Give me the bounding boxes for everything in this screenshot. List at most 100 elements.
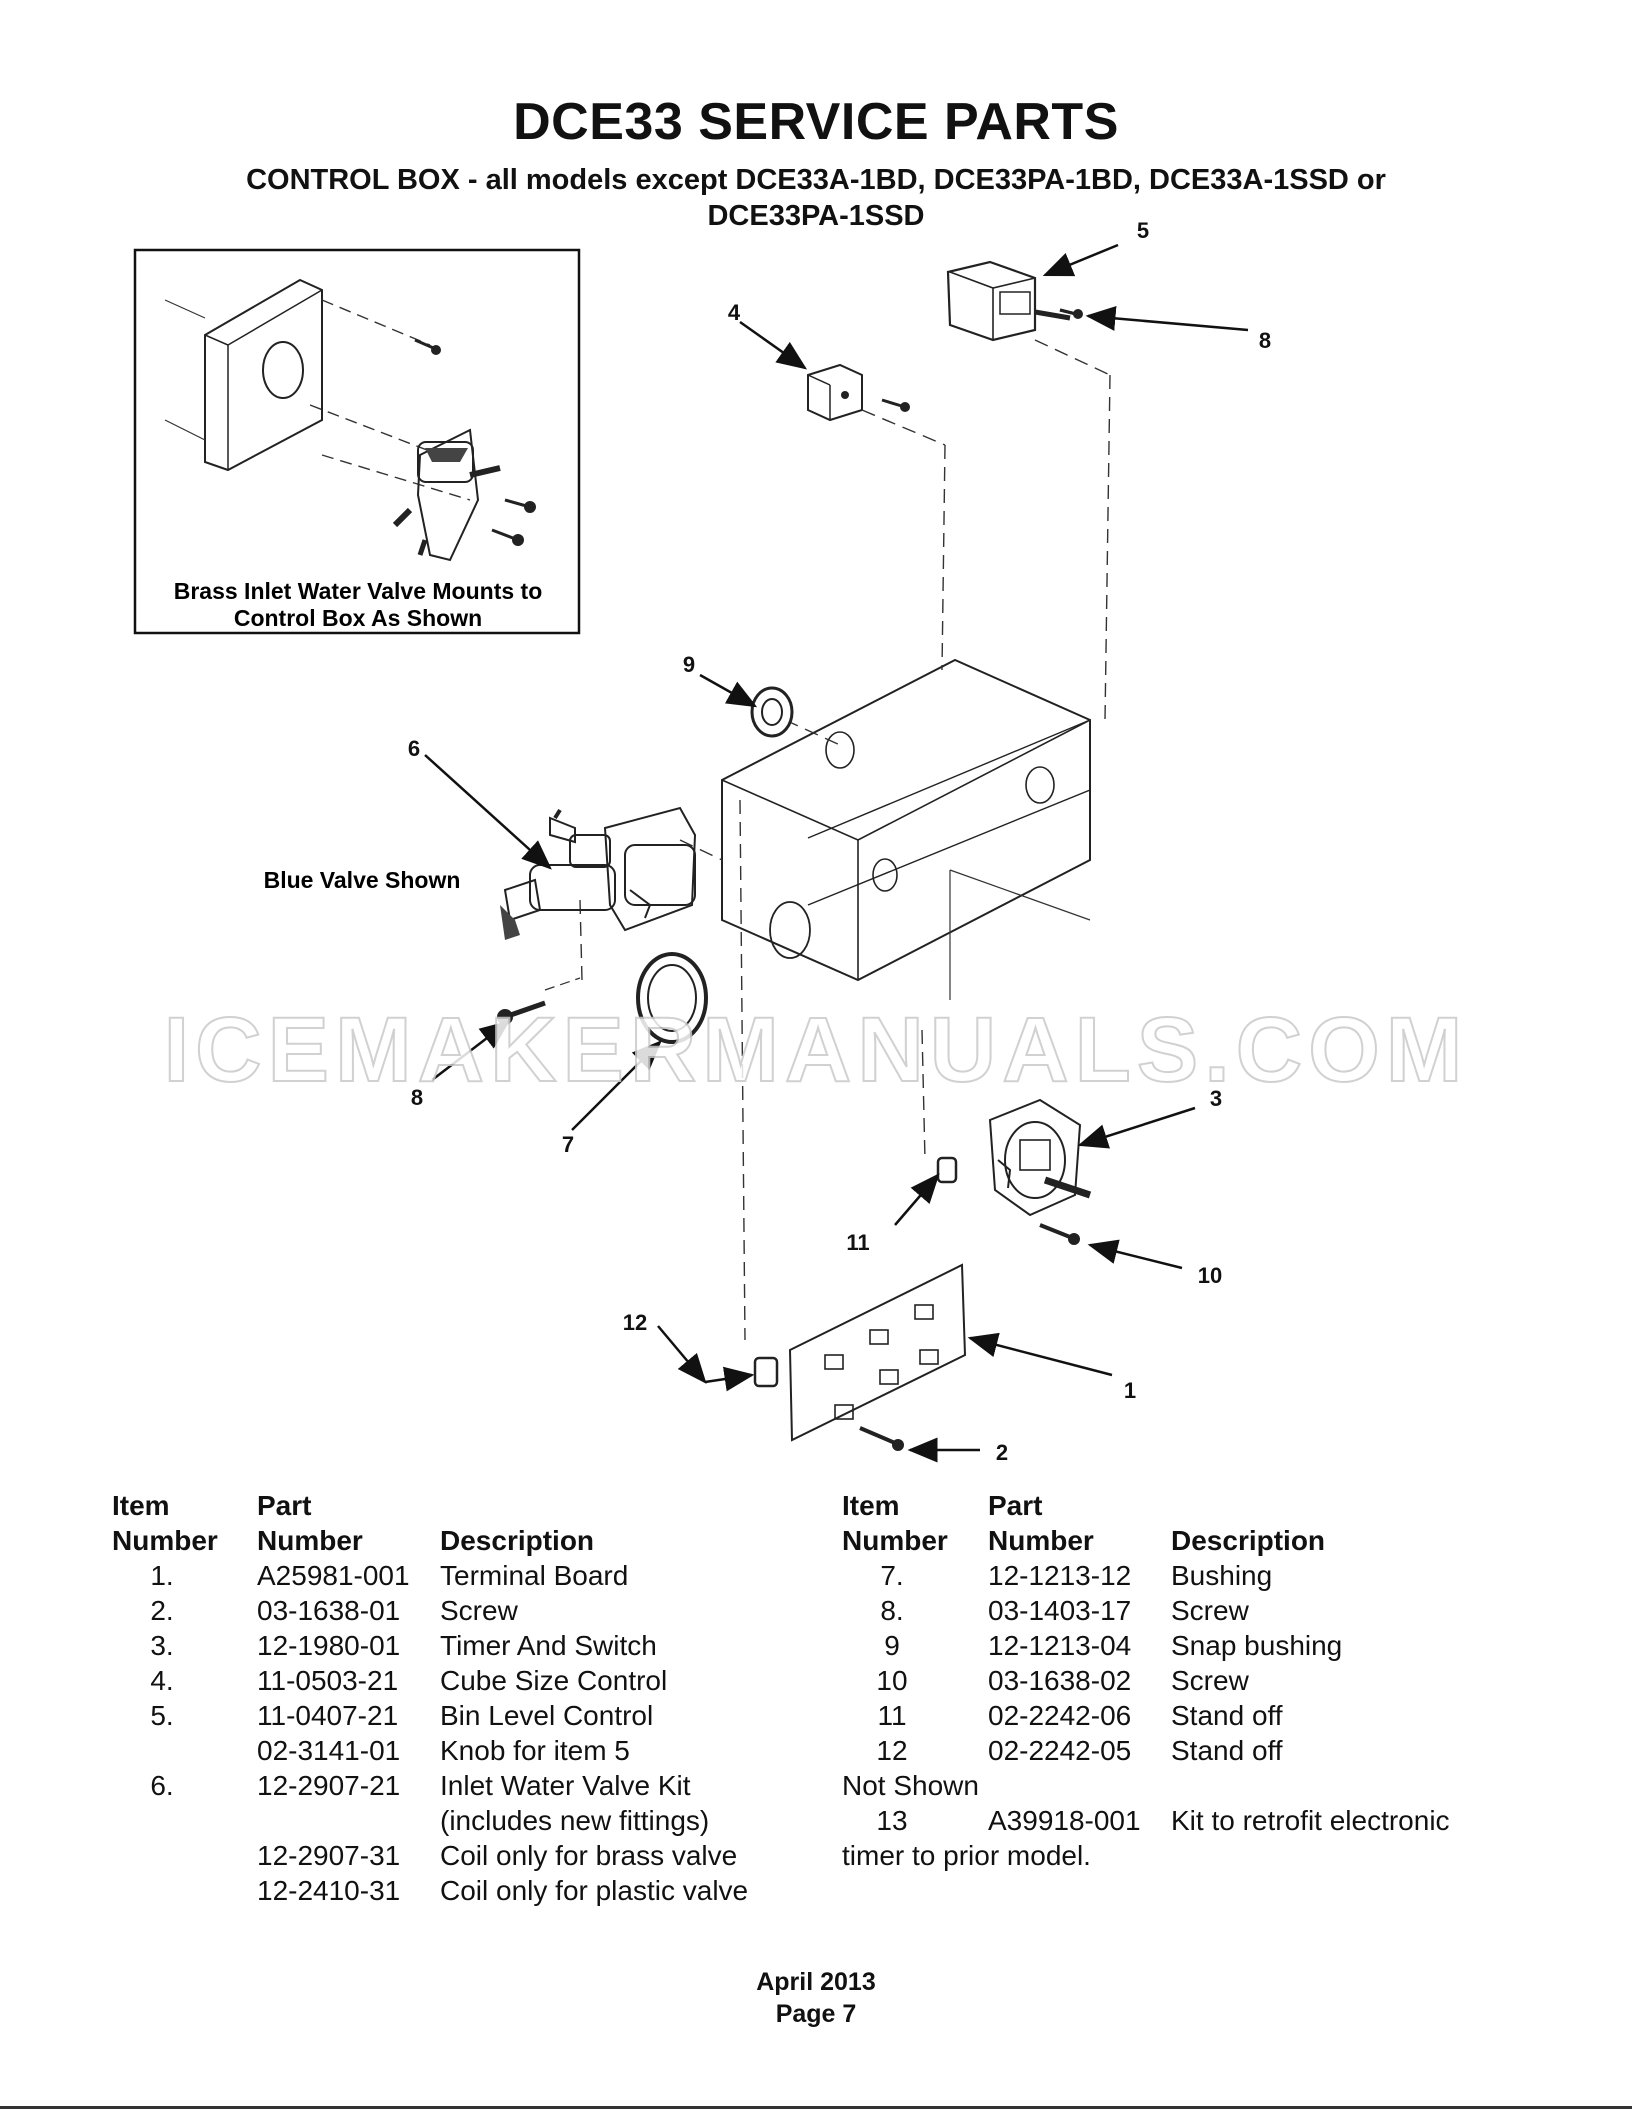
- item-number: 10: [876, 1665, 908, 1696]
- item-number: 1.: [150, 1560, 174, 1591]
- header-row-1: Item Part: [112, 1488, 832, 1523]
- brass-valve-inset: Brass Inlet Water Valve Mounts to Contro…: [133, 248, 581, 635]
- callout-2: 2: [996, 1440, 1008, 1465]
- item-number: 4.: [150, 1665, 174, 1696]
- footer-page-number: Page 7: [775, 2000, 857, 2028]
- part-number: 02-2242-05: [988, 1735, 1132, 1766]
- callout-arrows: [424, 243, 1249, 1463]
- table-row: 1. A25981-001 Terminal Board: [112, 1558, 832, 1593]
- part-description: Kit to retrofit electronic: [1171, 1805, 1450, 1836]
- header-description: Description: [440, 1525, 595, 1556]
- part-description: Bin Level Control: [440, 1700, 654, 1731]
- table-row: 8. 03-1403-17 Screw: [842, 1593, 1522, 1628]
- callout-8-lower: 8: [411, 1085, 423, 1110]
- screw-part-2: [859, 1426, 904, 1451]
- inset-caption-line1: Brass Inlet Water Valve Mounts to: [174, 578, 543, 604]
- inlet-water-valve-part: [500, 806, 697, 940]
- table-row: 10 03-1638-02 Screw: [842, 1663, 1522, 1698]
- part-description: Screw: [1171, 1665, 1249, 1696]
- table-row: (includes new fittings): [112, 1803, 832, 1838]
- part-description: Stand off: [1171, 1700, 1283, 1731]
- bin-level-control-part: [946, 260, 1083, 342]
- stand-off-part-12: [753, 1356, 779, 1388]
- table-row: 12 02-2242-05 Stand off: [842, 1733, 1522, 1768]
- callout-9: 9: [683, 652, 695, 677]
- callout-1: 1: [1124, 1378, 1136, 1403]
- callout-5: 5: [1137, 218, 1149, 243]
- callout-4: 4: [728, 300, 741, 325]
- callout-11: 11: [846, 1230, 869, 1255]
- item-number: 8.: [880, 1595, 904, 1626]
- callout-10: 10: [1198, 1263, 1222, 1288]
- part-description: Inlet Water Valve Kit: [440, 1770, 691, 1801]
- part-number: 12-1213-04: [988, 1630, 1132, 1661]
- callout-7: 7: [562, 1132, 574, 1157]
- table-row: 2. 03-1638-01 Screw: [112, 1593, 832, 1628]
- bottom-rule: [0, 2106, 1632, 2109]
- blue-valve-note: Blue Valve Shown: [264, 867, 461, 893]
- header-row-2: Number Number Description: [112, 1523, 832, 1558]
- callout-3: 3: [1210, 1086, 1222, 1111]
- header-item-number: Number: [842, 1525, 948, 1556]
- part-description: Cube Size Control: [440, 1665, 668, 1696]
- part-number: 11-0407-21: [257, 1700, 399, 1731]
- page-subtitle: CONTROL BOX - all models except DCE33A-1…: [246, 164, 1386, 232]
- part-number: 12-2907-31: [257, 1840, 401, 1871]
- header-part: Part: [988, 1490, 1043, 1521]
- callout-8-top: 8: [1259, 328, 1271, 353]
- screw-part-8-top: [1059, 308, 1081, 317]
- header-item: Item: [112, 1490, 170, 1521]
- part-description: (includes new fittings): [440, 1805, 710, 1836]
- snap-bushing-part: [750, 686, 794, 738]
- part-number: 03-1638-01: [257, 1595, 401, 1626]
- callout-12: 12: [623, 1310, 647, 1335]
- part-number: 11-0503-21: [257, 1665, 399, 1696]
- part-number: 12-2907-21: [257, 1770, 401, 1801]
- part-number: 02-3141-01: [257, 1735, 401, 1766]
- header-part: Part: [257, 1490, 312, 1521]
- screw-part-8-lower: [497, 977, 581, 1025]
- table-row: 9 12-1213-04 Snap bushing: [842, 1628, 1522, 1663]
- table-row: 02-3141-01 Knob for item 5: [112, 1733, 832, 1768]
- table-row: 3. 12-1980-01 Timer And Switch: [112, 1628, 832, 1663]
- item-number: 9: [884, 1630, 900, 1661]
- part-description: Screw: [440, 1595, 518, 1626]
- part-description: Timer And Switch: [440, 1630, 657, 1661]
- assembly-guide-lines: [579, 339, 1111, 1341]
- part-number: 03-1638-02: [988, 1665, 1132, 1696]
- header-part-number: Number: [988, 1525, 1094, 1556]
- item-number: 7.: [880, 1560, 904, 1591]
- part-description: Stand off: [1171, 1735, 1283, 1766]
- not-shown-label: Not Shown: [842, 1770, 979, 1801]
- header-description: Description: [1171, 1525, 1326, 1556]
- part-number: 03-1403-17: [988, 1595, 1132, 1626]
- part-description: Snap bushing: [1171, 1630, 1343, 1661]
- item-number: 11: [877, 1700, 907, 1731]
- item-number: 13: [876, 1805, 908, 1836]
- header-part-number: Number: [257, 1525, 363, 1556]
- part-description: Screw: [1171, 1595, 1249, 1626]
- table-row: 11 02-2242-06 Stand off: [842, 1698, 1522, 1733]
- item-number: 3.: [150, 1630, 174, 1661]
- table-row: 4. 11-0503-21 Cube Size Control: [112, 1663, 832, 1698]
- table-row: 6. 12-2907-21 Inlet Water Valve Kit: [112, 1768, 832, 1803]
- page-title: DCE33 SERVICE PARTS: [513, 93, 1119, 151]
- part-number: 12-1213-12: [988, 1560, 1132, 1591]
- header-item: Item: [842, 1490, 900, 1521]
- part-description: Coil only for brass valve: [440, 1840, 738, 1871]
- part-number: A25981-001: [257, 1560, 410, 1591]
- not-shown-continuation-row: timer to prior model.: [842, 1838, 1522, 1873]
- table-row: 5. 11-0407-21 Bin Level Control: [112, 1698, 832, 1733]
- table-row: 13 A39918-001 Kit to retrofit electronic: [842, 1803, 1522, 1838]
- bushing-part: [636, 952, 708, 1044]
- table-row: 12-2410-31 Coil only for plastic valve: [112, 1873, 832, 1908]
- part-description: Knob for item 5: [440, 1735, 630, 1766]
- header-item-number: Number: [112, 1525, 218, 1556]
- part-number: A39918-001: [988, 1805, 1141, 1836]
- control-box-body: [721, 658, 1091, 1000]
- item-number: 12: [876, 1735, 908, 1766]
- item-number: 5.: [150, 1700, 174, 1731]
- part-number: 02-2242-06: [988, 1700, 1132, 1731]
- exploded-parts-diagram: Brass Inlet Water Valve Mounts to Contro…: [133, 218, 1271, 1465]
- parts-table-right: Item Part Number Number Description 7. 1…: [842, 1488, 1522, 1873]
